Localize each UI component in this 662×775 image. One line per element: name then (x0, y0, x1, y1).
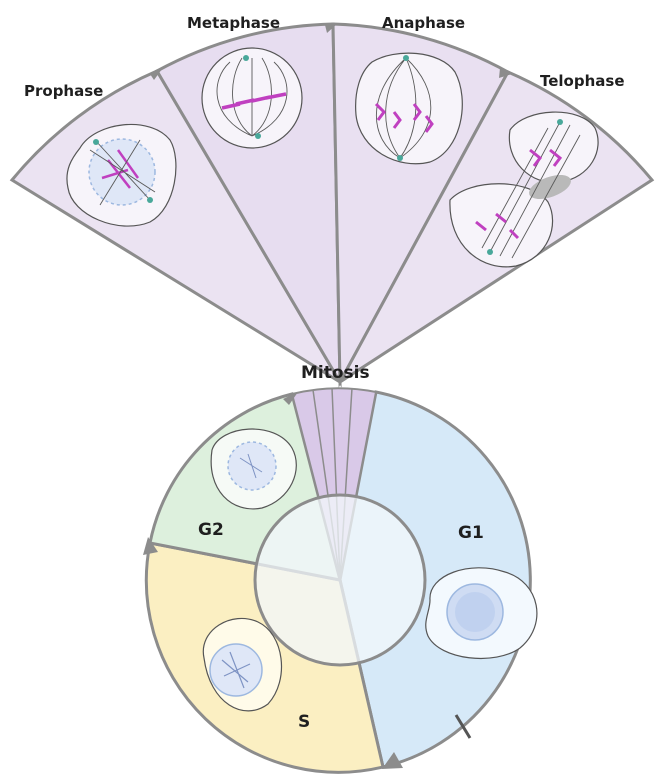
anaphase-cell (356, 53, 463, 164)
phase-label-anaphase: Anaphase (382, 14, 465, 32)
phase-label-metaphase: Metaphase (187, 14, 280, 32)
metaphase-cell (202, 48, 302, 148)
s-label: S (298, 712, 310, 732)
phase-label-telophase: Telophase (540, 72, 625, 90)
mitosis-label: Mitosis (301, 363, 370, 383)
phase-label-prophase: Prophase (24, 82, 103, 100)
g1-cell (426, 568, 537, 659)
g1-label: G1 (458, 523, 484, 543)
g2-label: G2 (198, 520, 224, 540)
inner-circle (255, 495, 425, 665)
